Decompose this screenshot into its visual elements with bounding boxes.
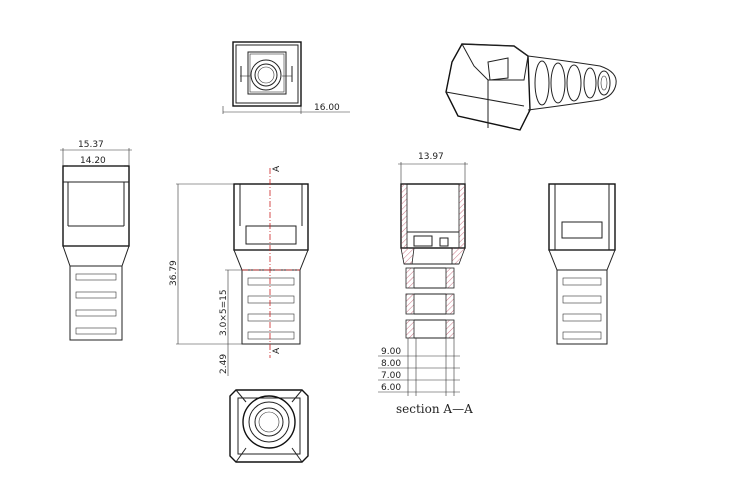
dim-tip-length: 2.49 [219,354,229,374]
dim-side-outer-width: 15.37 [78,140,104,150]
dim-side-inner-width: 14.20 [80,156,106,166]
front-view [176,168,309,376]
side-view [60,148,132,341]
section-marker-top: A [272,165,282,172]
dim-section-width: 13.97 [418,152,444,162]
dim-diameter-7: 7.00 [381,371,401,381]
section-marker-bottom: A [272,347,282,354]
dim-overall-length: 36.79 [169,260,179,286]
dim-top-width: 16.00 [314,103,340,113]
section-view [378,162,468,396]
section-caption: section A—A [396,402,473,416]
bottom-view [229,389,309,463]
rear-view [548,183,616,345]
dim-diameter-8: 8.00 [381,359,401,369]
isometric-view [445,43,617,131]
dim-diameter-6: 6.00 [381,383,401,393]
top-view [222,41,350,114]
dim-rib-pitch: 3.0×5=15 [219,289,229,336]
dim-diameter-9: 9.00 [381,347,401,357]
